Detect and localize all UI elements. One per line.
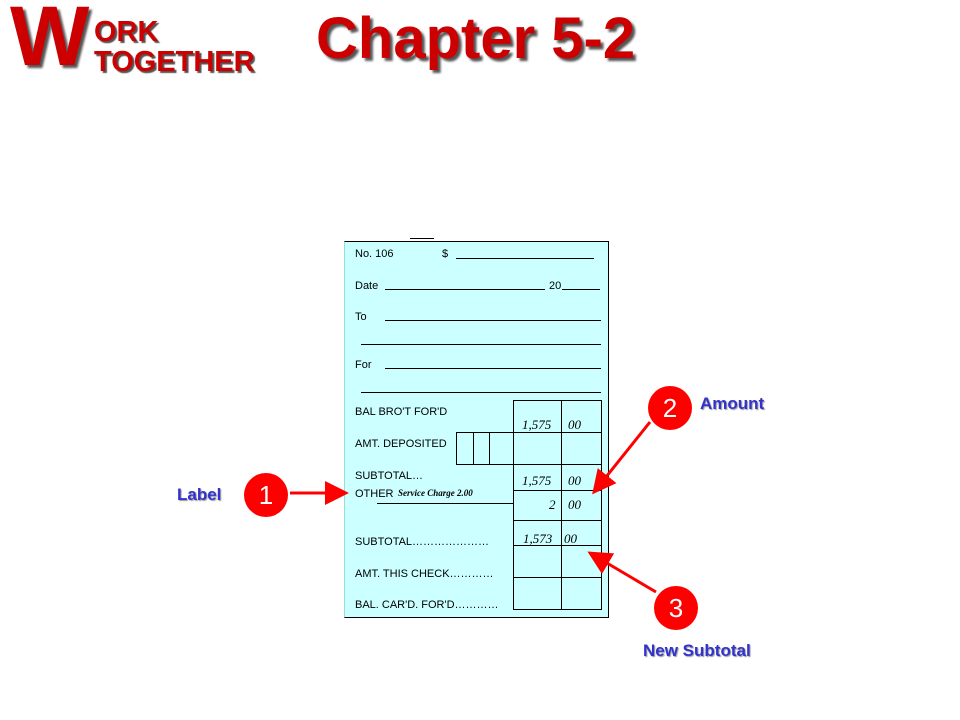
for-label: For [355, 359, 372, 371]
to-line-2 [361, 344, 601, 345]
logo-letter: W [10, 0, 90, 83]
deposit-box-top [456, 432, 513, 433]
stub-notch-line [410, 238, 434, 239]
deposit-box-mid1 [473, 432, 474, 464]
subtotal-2-dollars: 1,573 [523, 531, 553, 546]
bal-brot-dollars: 1,575 [522, 417, 552, 432]
check-stub [344, 241, 609, 618]
ledger-row-6 [513, 577, 601, 578]
to-label: To [355, 311, 367, 323]
amount-line [456, 258, 594, 259]
other-entry: Service Charge 2.00 [398, 488, 473, 498]
logo-line-1: ORK [94, 16, 159, 48]
ledger-row-5 [513, 545, 601, 546]
subtotal-2-cents: 00 [564, 531, 577, 546]
logo-line-2: TOGETHER [94, 46, 255, 78]
ledger-row-3 [513, 490, 601, 491]
date-label: Date [355, 280, 379, 292]
callout-1-label: Label [177, 485, 222, 504]
arrow-2 [592, 421, 652, 495]
ledger-divider-cents [561, 400, 562, 610]
to-line [385, 320, 601, 321]
subtotal-1-dollars: 1,575 [522, 473, 552, 488]
dollar-sign: $ [442, 248, 449, 260]
other-dollars: 2 [549, 497, 556, 512]
ledger-row-1 [513, 432, 601, 433]
other-label: OTHER [355, 488, 394, 500]
deposit-box-mid2 [489, 432, 490, 464]
callout-2-label: Amount [700, 394, 765, 413]
year-prefix: 20 [549, 280, 562, 292]
subtotal-1-cents: 00 [568, 473, 581, 488]
bal-brot-cents: 00 [568, 417, 581, 432]
subtotal-1-label: SUBTOTAL… [355, 470, 424, 482]
for-line-2 [361, 392, 601, 393]
callout-3-marker: 3 [654, 586, 698, 630]
ledger-row-2 [456, 464, 601, 465]
arrow-3 [587, 551, 657, 594]
subtotal-2-label: SUBTOTAL………………… [355, 536, 490, 548]
amt-deposited-label: AMT. DEPOSITED [355, 438, 447, 450]
amt-this-check-label: AMT. THIS CHECK………… [355, 568, 494, 580]
ledger-divider-left [513, 400, 514, 610]
date-line [385, 289, 545, 290]
ledger-row-4 [513, 520, 601, 521]
page-title: Chapter 5-2 [316, 6, 636, 71]
deposit-box-left [456, 432, 457, 464]
ledger-row-7 [513, 609, 601, 610]
other-line [377, 503, 513, 504]
for-line [385, 368, 601, 369]
callout-1-marker: 1 [244, 473, 288, 517]
callout-3-label: New Subtotal [643, 641, 751, 660]
other-cents: 00 [568, 497, 581, 512]
bal-card-ford-label: BAL. CAR'D. FOR'D………… [355, 599, 499, 611]
check-number: No. 106 [355, 248, 394, 260]
callout-2-marker: 2 [648, 386, 692, 430]
ledger-divider-right [601, 400, 602, 610]
year-line [562, 289, 600, 290]
bal-brot-ford-label: BAL BRO'T FOR'D [355, 406, 448, 418]
ledger-top [513, 400, 601, 401]
